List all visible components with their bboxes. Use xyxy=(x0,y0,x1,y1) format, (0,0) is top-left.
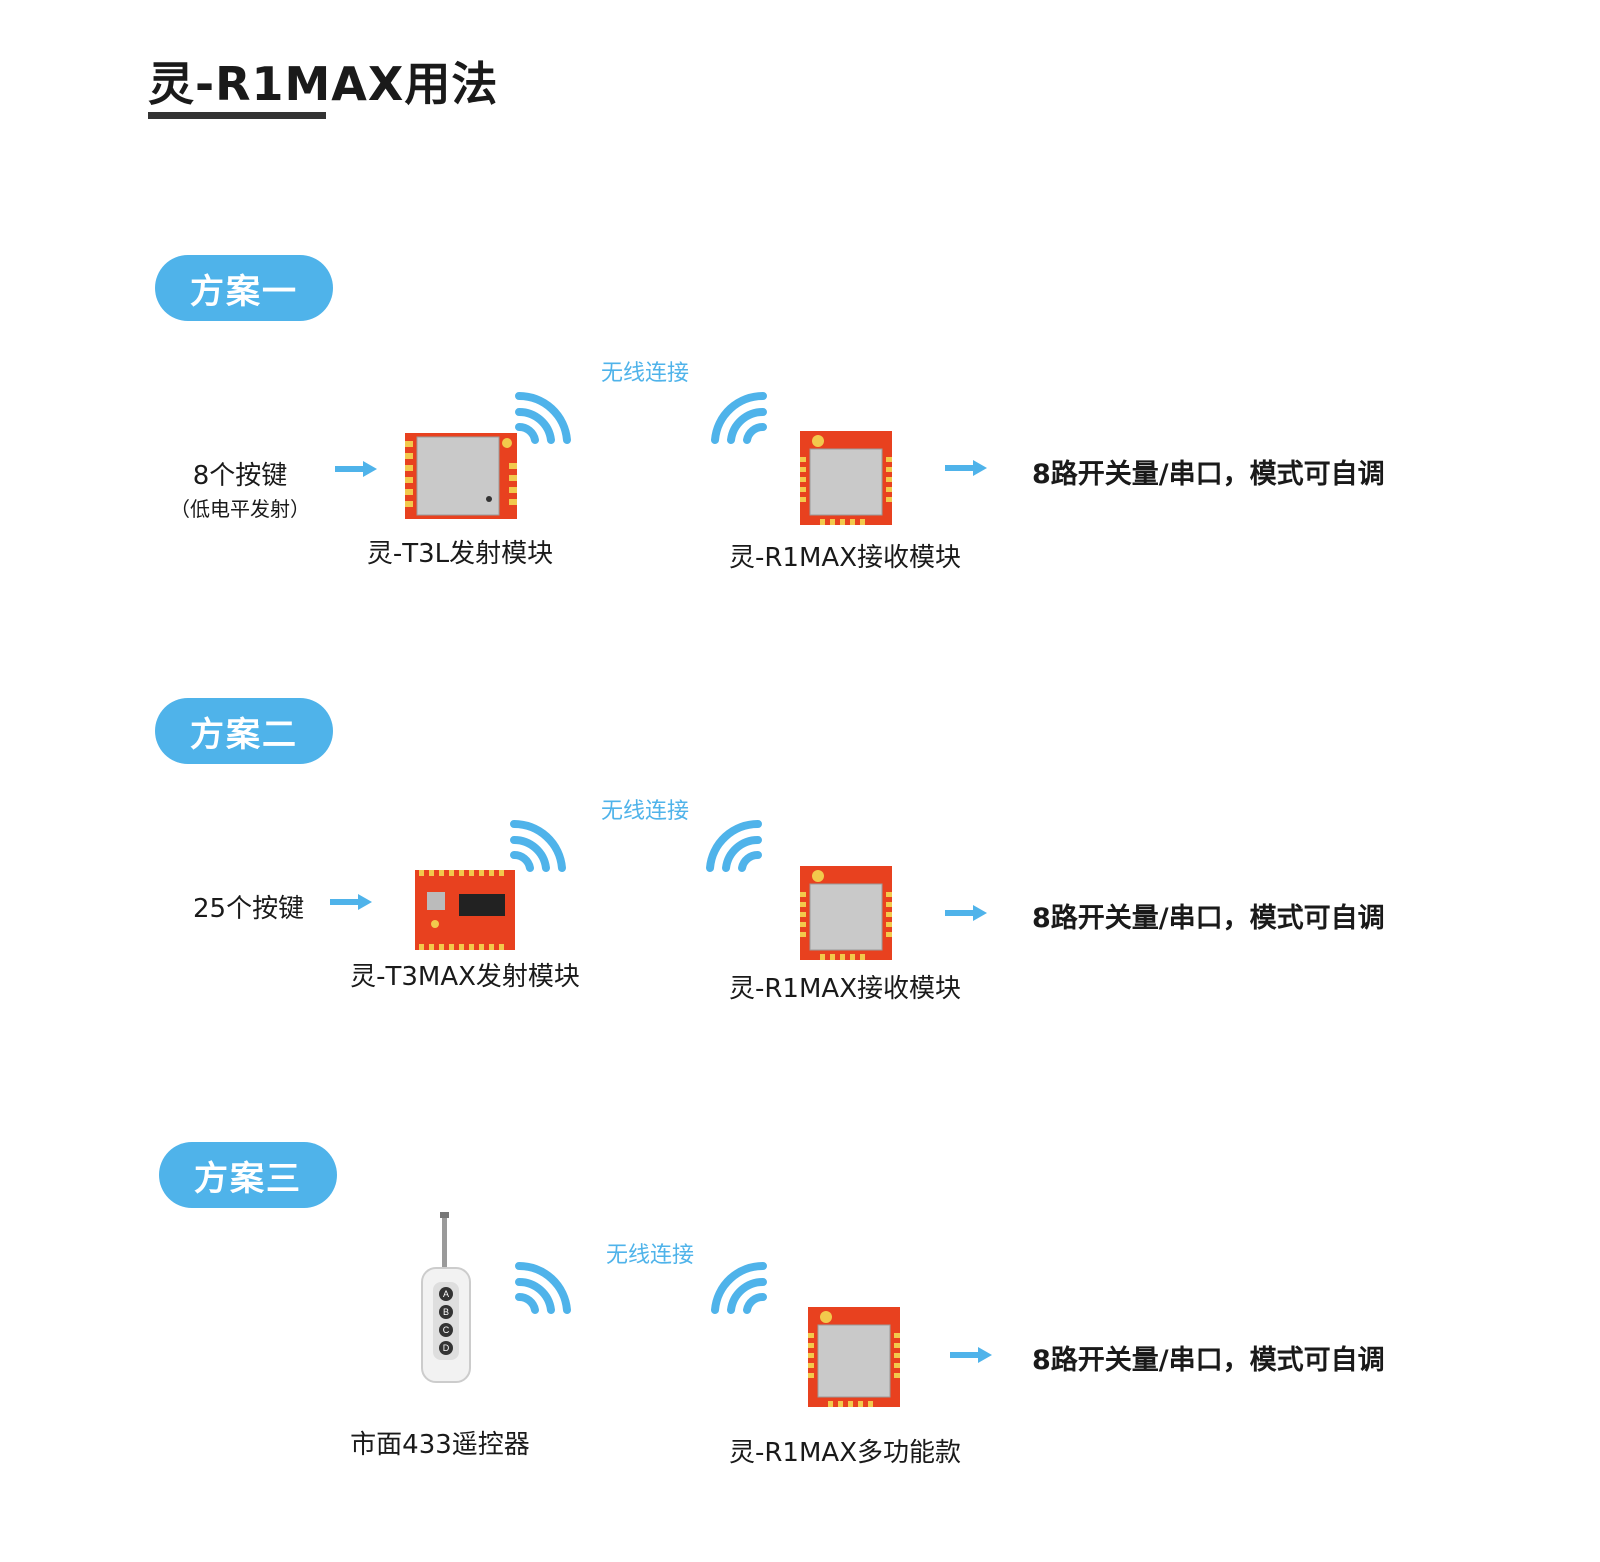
r1max-receiver-module xyxy=(800,431,892,525)
output-label: 8路开关量/串口，模式可自调 xyxy=(1032,459,1385,490)
t3l-transmitter-module xyxy=(405,433,517,519)
wifi-signal-icon xyxy=(515,391,571,444)
right-arrow-icon xyxy=(335,461,377,477)
output-label: 8路开关量/串口，模式可自调 xyxy=(1032,1345,1385,1376)
remote-button-c: C xyxy=(443,1325,450,1335)
transmitter-label: 灵-T3MAX发射模块 xyxy=(350,962,580,992)
input-label: 25个按键 xyxy=(193,894,305,924)
receiver-label: 灵-R1MAX多功能款 xyxy=(728,1438,962,1468)
wifi-signal-icon xyxy=(711,1261,767,1314)
t3max-transmitter-module xyxy=(415,870,515,950)
right-arrow-icon xyxy=(945,460,987,476)
transmitter-label: 灵-T3L发射模块 xyxy=(366,539,554,569)
scheme-badge: 方案二 xyxy=(155,698,333,764)
title-underline xyxy=(148,112,326,119)
page-title: 灵-R1MAX用法 xyxy=(148,57,499,111)
input-label: 8个按键 xyxy=(192,461,288,491)
wifi-signal-icon xyxy=(706,819,762,872)
scheme-badge: 方案一 xyxy=(155,255,333,321)
scheme-badge: 方案三 xyxy=(159,1142,337,1208)
scheme-2: 方案二 25个按键 灵-T3MAX发射模块 无线连接 xyxy=(0,698,1600,1118)
right-arrow-icon xyxy=(950,1347,992,1363)
wireless-label: 无线连接 xyxy=(600,799,689,824)
input-sublabel: （低电平发射） xyxy=(170,497,310,521)
wifi-signal-icon xyxy=(515,1261,571,1314)
wireless-label: 无线连接 xyxy=(605,1243,694,1268)
receiver-label: 灵-R1MAX接收模块 xyxy=(728,543,962,573)
r1max-multifunction-module xyxy=(808,1307,900,1407)
transmitter-label: 市面433遥控器 xyxy=(350,1430,530,1460)
wifi-signal-icon xyxy=(510,819,566,872)
right-arrow-icon xyxy=(945,905,987,921)
wireless-label: 无线连接 xyxy=(600,361,689,386)
wifi-signal-icon xyxy=(711,391,767,444)
r1max-receiver-module xyxy=(800,866,892,960)
scheme-3: 方案三 A B C D 市面433遥控器 无线连接 灵- xyxy=(0,1142,1600,1562)
receiver-label: 灵-R1MAX接收模块 xyxy=(728,974,962,1004)
right-arrow-icon xyxy=(330,894,372,910)
remote-button-d: D xyxy=(443,1343,450,1353)
remote-button-b: B xyxy=(443,1307,449,1317)
remote-control-image: A B C D xyxy=(421,1212,471,1383)
remote-button-a: A xyxy=(443,1289,449,1299)
output-label: 8路开关量/串口，模式可自调 xyxy=(1032,903,1385,934)
scheme-1: 方案一 8个按键 （低电平发射） 灵-T3L发射模块 无线连接 xyxy=(0,255,1600,675)
